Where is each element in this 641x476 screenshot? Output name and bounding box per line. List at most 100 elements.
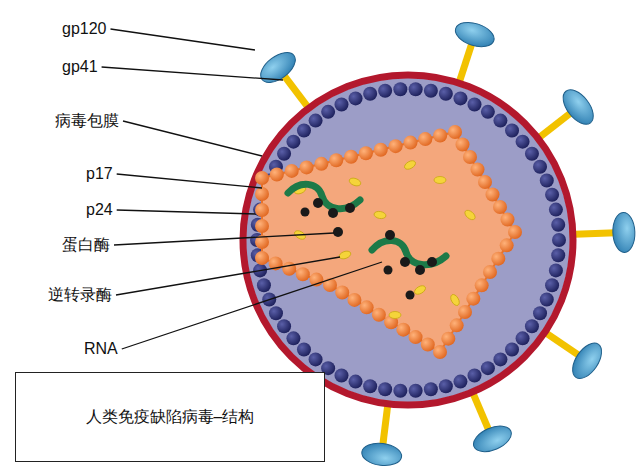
rna-strands: [288, 184, 446, 264]
p24-bead: [285, 164, 299, 178]
p24-bead: [396, 323, 410, 337]
p24-bead: [418, 132, 432, 146]
p24-bead: [409, 330, 423, 344]
p17-bead: [481, 105, 495, 119]
p24-bead: [471, 163, 485, 177]
p17-bead: [363, 379, 377, 393]
p17-bead: [349, 375, 363, 389]
gp41-label: gp41: [62, 58, 98, 76]
p24-bead: [329, 153, 343, 167]
gp120-label: gp120: [62, 20, 107, 38]
p24-label: p24: [86, 201, 113, 219]
p17-bead: [540, 293, 554, 307]
p17-bead: [277, 147, 291, 161]
leader-line: [122, 262, 382, 349]
p17-bead: [424, 382, 438, 396]
p17-bead: [409, 384, 423, 398]
p17-bead: [257, 278, 271, 292]
rt-label: 逆转录酶: [48, 286, 112, 304]
p24-bead: [493, 200, 507, 214]
p17-bead: [481, 361, 495, 375]
reverse-transcriptase: [293, 159, 477, 319]
p17-bead: [393, 384, 407, 398]
p17-bead: [286, 135, 300, 149]
p24-bead: [508, 225, 522, 239]
title-box: 人类免疫缺陷病毒–结构: [15, 372, 325, 462]
p24-bead: [255, 251, 269, 265]
virus-interior: [246, 78, 570, 402]
p24-bead: [450, 318, 464, 332]
p17-bead: [525, 147, 539, 161]
p17-bead: [505, 124, 519, 138]
p24-bead: [389, 139, 403, 153]
title-text: 人类免疫缺陷病毒–结构: [86, 407, 255, 428]
gp120-cap: [470, 421, 515, 457]
p17-bead: [453, 375, 467, 389]
p17-bead: [545, 278, 559, 292]
p17-bead: [453, 91, 467, 105]
p24-bead: [433, 129, 447, 143]
p17-bead: [297, 342, 311, 356]
p24-bead: [255, 219, 269, 233]
p17-bead: [335, 97, 349, 111]
gp120-cap: [612, 212, 635, 253]
p24-bead: [500, 238, 514, 252]
p24-bead: [486, 188, 500, 202]
p24-bead: [456, 138, 470, 152]
p24-bead: [360, 300, 374, 314]
p17-bead: [549, 263, 563, 277]
leader-line: [114, 233, 334, 245]
p24-bead: [441, 332, 455, 346]
p24-bead: [323, 278, 337, 292]
p17-label: p17: [86, 165, 113, 183]
rna-label: RNA: [84, 340, 118, 358]
p24-bead: [335, 285, 349, 299]
p24-bead: [463, 150, 477, 164]
leader-line: [111, 29, 256, 50]
protease: [301, 198, 438, 300]
p17-matrix-ring: [250, 82, 566, 398]
p24-bead: [491, 252, 505, 266]
gp120-cap: [360, 441, 402, 468]
p24-bead: [255, 203, 269, 217]
p17-bead: [516, 331, 530, 345]
p24-bead: [359, 146, 373, 160]
leader-line: [102, 67, 283, 80]
leader-line: [117, 174, 262, 188]
p24-bead: [483, 265, 497, 279]
p17-bead: [309, 114, 323, 128]
p24-bead: [255, 187, 269, 201]
p17-bead: [424, 84, 438, 98]
p17-bead: [439, 379, 453, 393]
p17-bead: [545, 188, 559, 202]
p17-bead: [363, 87, 377, 101]
p24-capsid-beads: [255, 125, 522, 359]
gp120-cap: [452, 18, 497, 51]
p24-bead: [403, 136, 417, 150]
p24-bead: [478, 175, 492, 189]
p17-bead: [467, 97, 481, 111]
p17-bead: [378, 382, 392, 396]
p17-bead: [378, 84, 392, 98]
p24-bead: [475, 278, 489, 292]
p17-bead: [349, 91, 363, 105]
gp120-cap: [567, 338, 608, 383]
p24-bead: [300, 160, 314, 174]
envelope-label: 病毒包膜: [55, 112, 119, 130]
p17-bead: [335, 369, 349, 383]
leader-line: [116, 257, 340, 295]
p17-bead: [467, 369, 481, 383]
p17-bead: [505, 342, 519, 356]
p17-bead: [286, 331, 300, 345]
p24-bead: [372, 308, 386, 322]
p24-bead: [314, 157, 328, 171]
p24-bead: [458, 305, 472, 319]
p24-bead: [448, 125, 462, 139]
p17-bead: [277, 319, 291, 333]
leader-line: [123, 121, 262, 156]
p17-bead: [439, 87, 453, 101]
p24-bead: [421, 338, 435, 352]
p17-bead: [540, 173, 554, 187]
p24-bead: [270, 167, 284, 181]
p17-bead: [493, 352, 507, 366]
